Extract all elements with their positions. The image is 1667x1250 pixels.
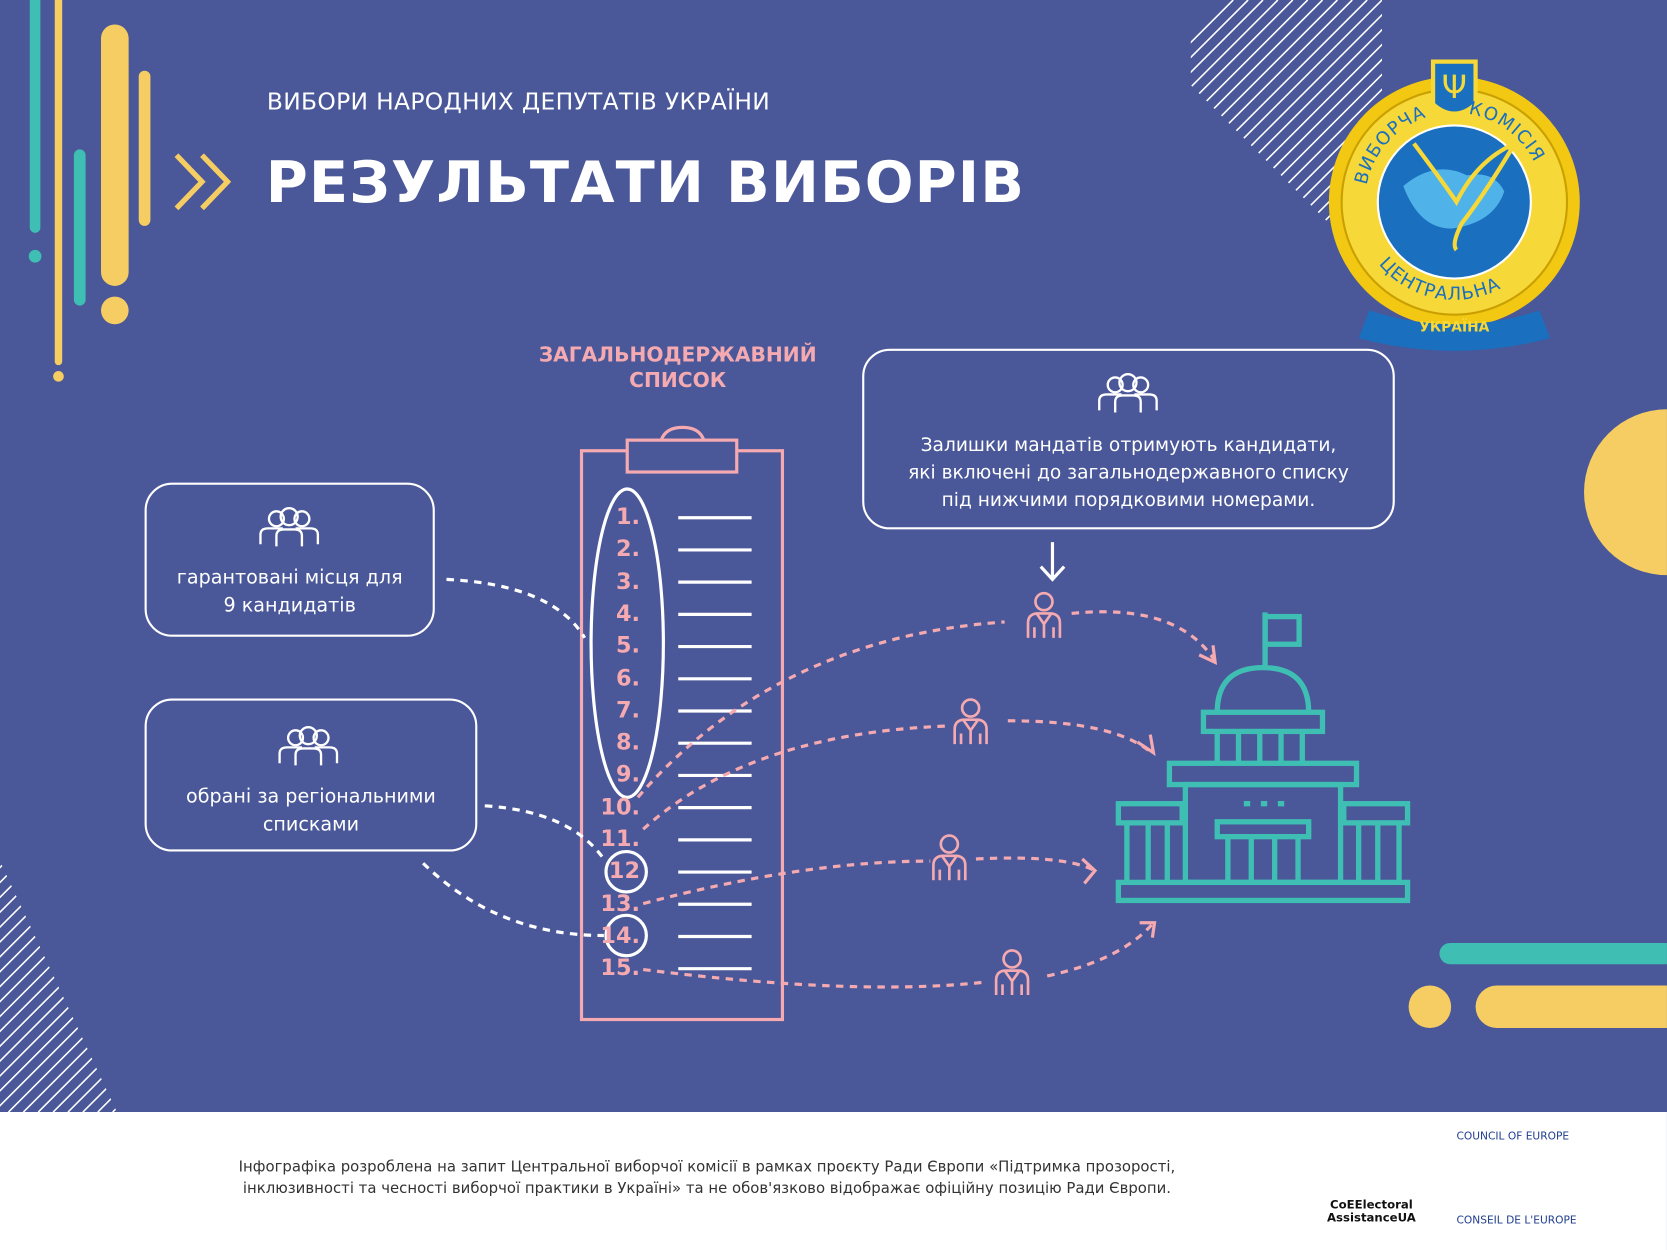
hatch-line (0, 861, 117, 1113)
disclaimer-line: інклюзивності та чесності виборчої практ… (242, 1180, 1172, 1198)
hatch-line (52, 861, 117, 1113)
hatch-line (1190, 0, 1309, 277)
list-number: 5. (615, 632, 640, 659)
list-number: 1. (615, 503, 640, 530)
hatch-line (1190, 0, 1383, 277)
disclaimer: Інфографіка розроблена на запит Централь… (149, 1157, 1265, 1200)
callout-text: які включені до загальнодержавного списк… (908, 462, 1349, 484)
coe-bottom-text: CONSEIL DE L'EUROPE (1456, 1215, 1577, 1227)
hatch-line (1190, 0, 1383, 277)
callout-text: 9 кандидатів (223, 594, 356, 617)
hatch-line (67, 861, 117, 1113)
callout-remaining: Залишки мандатів отримують кандидати, як… (862, 348, 1395, 530)
list-number: 15. (600, 954, 640, 981)
callout-text: під нижчими порядковими номерами. (941, 490, 1316, 512)
person-icon (953, 698, 988, 746)
list-number: 13. (600, 890, 640, 916)
hatch-line (1190, 0, 1234, 277)
hatch-line (1190, 0, 1353, 277)
list-number: 12 (608, 858, 640, 884)
double-chevron-icon (174, 153, 232, 211)
hatch-line (0, 861, 117, 1113)
hatch-line (0, 861, 117, 1113)
hatch-line (0, 861, 117, 1113)
hatch-line (7, 861, 117, 1113)
hatch-line (112, 861, 117, 1113)
hatch-line (1190, 0, 1279, 277)
mandate-arrows (636, 610, 1217, 989)
hatch-line (1190, 0, 1264, 277)
cee-line: AssistanceUA (1326, 1210, 1416, 1225)
footer: Інфографіка розроблена на запит Централь… (0, 1112, 1667, 1250)
hatch-line (0, 861, 22, 1113)
list-number: 7. (615, 697, 640, 723)
hatch-bottom-left (0, 861, 117, 1113)
highlight-14 (604, 913, 648, 958)
hatch-line (1190, 0, 1249, 277)
person-icon (994, 949, 1030, 997)
list-number: 2. (615, 536, 640, 562)
callout-regional: обрані за регіональними списками (144, 698, 478, 852)
callout-text: списками (262, 813, 360, 836)
cee-logo-text: CoEElectoral AssistanceUA (1321, 1199, 1421, 1225)
cee-line: CoEElectoral (1330, 1198, 1413, 1212)
list-number: 4. (615, 600, 640, 627)
hatch-line (1190, 0, 1383, 277)
parliament-building-icon (1115, 612, 1411, 904)
list-heading-line2: СПИСОК (629, 368, 727, 393)
hatch-line (1190, 0, 1294, 277)
subtitle: ВИБОРИ НАРОДНИХ ДЕПУТАТІВ УКРАЇНИ (266, 89, 771, 116)
list-number: 10. (600, 793, 640, 820)
hatch-line (0, 861, 82, 1113)
person-icon (1026, 591, 1062, 640)
hatch-line (0, 861, 67, 1113)
callout-text: обрані за регіональними (186, 785, 436, 808)
down-arrow-icon (1039, 542, 1066, 582)
callout-guaranteed: гарантовані місця для 9 кандидатів (144, 482, 435, 637)
svg-text:Ψ: Ψ (1442, 68, 1467, 106)
clipboard-icon (579, 425, 785, 1022)
cec-emblem: Ψ ВИБОРЧА КОМІСІЯ ЦЕНТРАЛЬНА УКРАЇНА (1328, 59, 1580, 351)
callout-text: Залишки мандатів отримують кандидати, (920, 434, 1337, 457)
hatch-line (1190, 0, 1338, 277)
list-number: 6. (615, 664, 640, 691)
highlight-12 (604, 849, 648, 894)
list-number: 11. (600, 826, 640, 852)
decor-circle (1584, 409, 1667, 576)
hatch-line (0, 861, 52, 1113)
list-number: 3. (615, 568, 640, 594)
callout-connectors (422, 577, 606, 938)
hatch-line (22, 861, 117, 1113)
list-number: 9. (615, 761, 640, 788)
hatch-line (0, 861, 117, 1113)
coe-top-text: COUNCIL OF EUROPE (1456, 1131, 1570, 1143)
list-number: 8. (615, 729, 640, 755)
hatch-line (97, 861, 117, 1113)
hatch-line (1190, 0, 1368, 277)
hatch-line (37, 861, 117, 1113)
callout-text: гарантовані місця для (176, 566, 403, 589)
list-number: 14. (600, 922, 640, 949)
list-heading: ЗАГАЛЬНОДЕРЖАВНИЙ СПИСОК (532, 342, 824, 393)
list-heading-line1: ЗАГАЛЬНОДЕРЖАВНИЙ (538, 343, 817, 367)
page-title: РЕЗУЛЬТАТИ ВИБОРІВ (265, 148, 1026, 216)
person-icon (932, 834, 967, 882)
arrowheads (1081, 645, 1218, 938)
hatch-line (0, 861, 117, 1113)
guaranteed-highlight (589, 487, 665, 799)
decorative-bars (28, 0, 151, 382)
hatch-line (0, 861, 117, 1113)
hatch-line (82, 861, 117, 1113)
disclaimer-line: Інфографіка розроблена на запит Централь… (238, 1158, 1176, 1176)
hatch-line (1190, 0, 1324, 277)
emblem-text: УКРАЇНА (1419, 319, 1489, 336)
